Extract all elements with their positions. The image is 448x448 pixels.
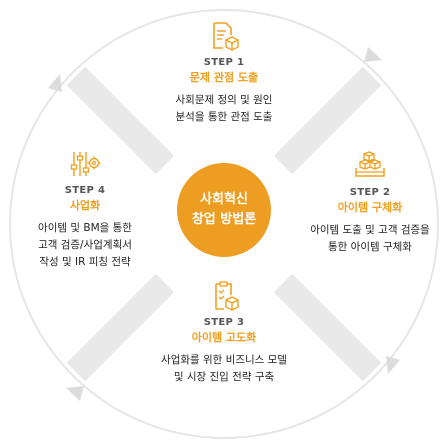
step-3-number: STEP 3: [203, 317, 245, 328]
step-4-description: 아이템 및 BM을 통한 고객 검증/사업계획서 작성 및 IR 피칭 전략: [10, 220, 160, 271]
center-line2: 창업 방법론: [191, 212, 257, 227]
step-3: STEP 3 아이템 고도화 사업화를 위한 비즈니스 모델 및 시장 진입 전…: [144, 280, 304, 386]
arrow-bottom-right: [386, 356, 400, 374]
step-2-desc-line1: 아이템 도출 및 고객 검증을: [310, 224, 430, 236]
step-1-number: STEP 1: [203, 57, 245, 68]
step-3-description: 사업화를 위한 비즈니스 모델 및 시장 진입 전략 구축: [144, 352, 304, 386]
step-1: STEP 1 문제 관점 도출 사회문제 정의 및 원인 분석을 통한 관점 도…: [144, 20, 304, 126]
separator-top-right: [273, 66, 382, 175]
step-2-desc-line2: 통한 아이템 구체화: [328, 241, 412, 253]
step-2: STEP 2 아이템 구체화 아이템 도출 및 고객 검증을 통한 아이템 구체…: [295, 150, 445, 256]
step-1-desc-line1: 사회문제 정의 및 원인: [175, 94, 273, 106]
step-4-desc-line3: 작성 및 IR 피칭 전략: [39, 256, 131, 268]
arrow-top-left: [48, 74, 62, 92]
step-4-title: 사업화: [69, 199, 101, 212]
checklist-cube-icon: [215, 281, 239, 311]
step-4-desc-line1: 아이템 및 BM을 통한: [38, 222, 132, 234]
sliders-gear-icon: [70, 152, 101, 176]
step-3-desc-line1: 사업화를 위한 비즈니스 모델: [161, 354, 287, 366]
step-2-description: 아이템 도출 및 고객 검증을 통한 아이템 구체화: [295, 222, 445, 256]
step-3-desc-line2: 및 시장 진입 전략 구축: [173, 371, 275, 383]
ring-arrows: [48, 47, 400, 401]
separators: [66, 66, 382, 382]
center-line1: 사회혁신: [200, 192, 248, 207]
step-4-desc-line2: 고객 검증/사업계획서: [38, 239, 132, 251]
cubes-tray-icon: [355, 151, 385, 177]
step-2-title: 아이템 구체화: [337, 201, 403, 214]
separator-top-left: [66, 66, 175, 175]
step-4: STEP 4 사업화 아이템 및 BM을 통한 고객 검증/사업계획서 작성 및…: [10, 148, 160, 271]
separator-bottom-right: [273, 273, 382, 382]
step-1-description: 사회문제 정의 및 원인 분석을 통한 관점 도출: [144, 92, 304, 126]
document-cube-icon: [213, 22, 239, 51]
step-1-desc-line2: 분석을 통한 관점 도출: [175, 111, 273, 123]
step-3-title: 아이템 고도화: [191, 331, 257, 344]
arrow-bottom-left: [66, 386, 84, 401]
step-1-title: 문제 관점 도출: [189, 71, 259, 84]
outer-ring: [9, 9, 439, 439]
separator-bottom-left: [66, 273, 175, 382]
arrow-top-right: [364, 47, 382, 62]
step-4-number: STEP 4: [64, 185, 106, 196]
center-circle: 사회혁신 창업 방법론: [177, 163, 271, 257]
step-2-number: STEP 2: [349, 187, 391, 198]
